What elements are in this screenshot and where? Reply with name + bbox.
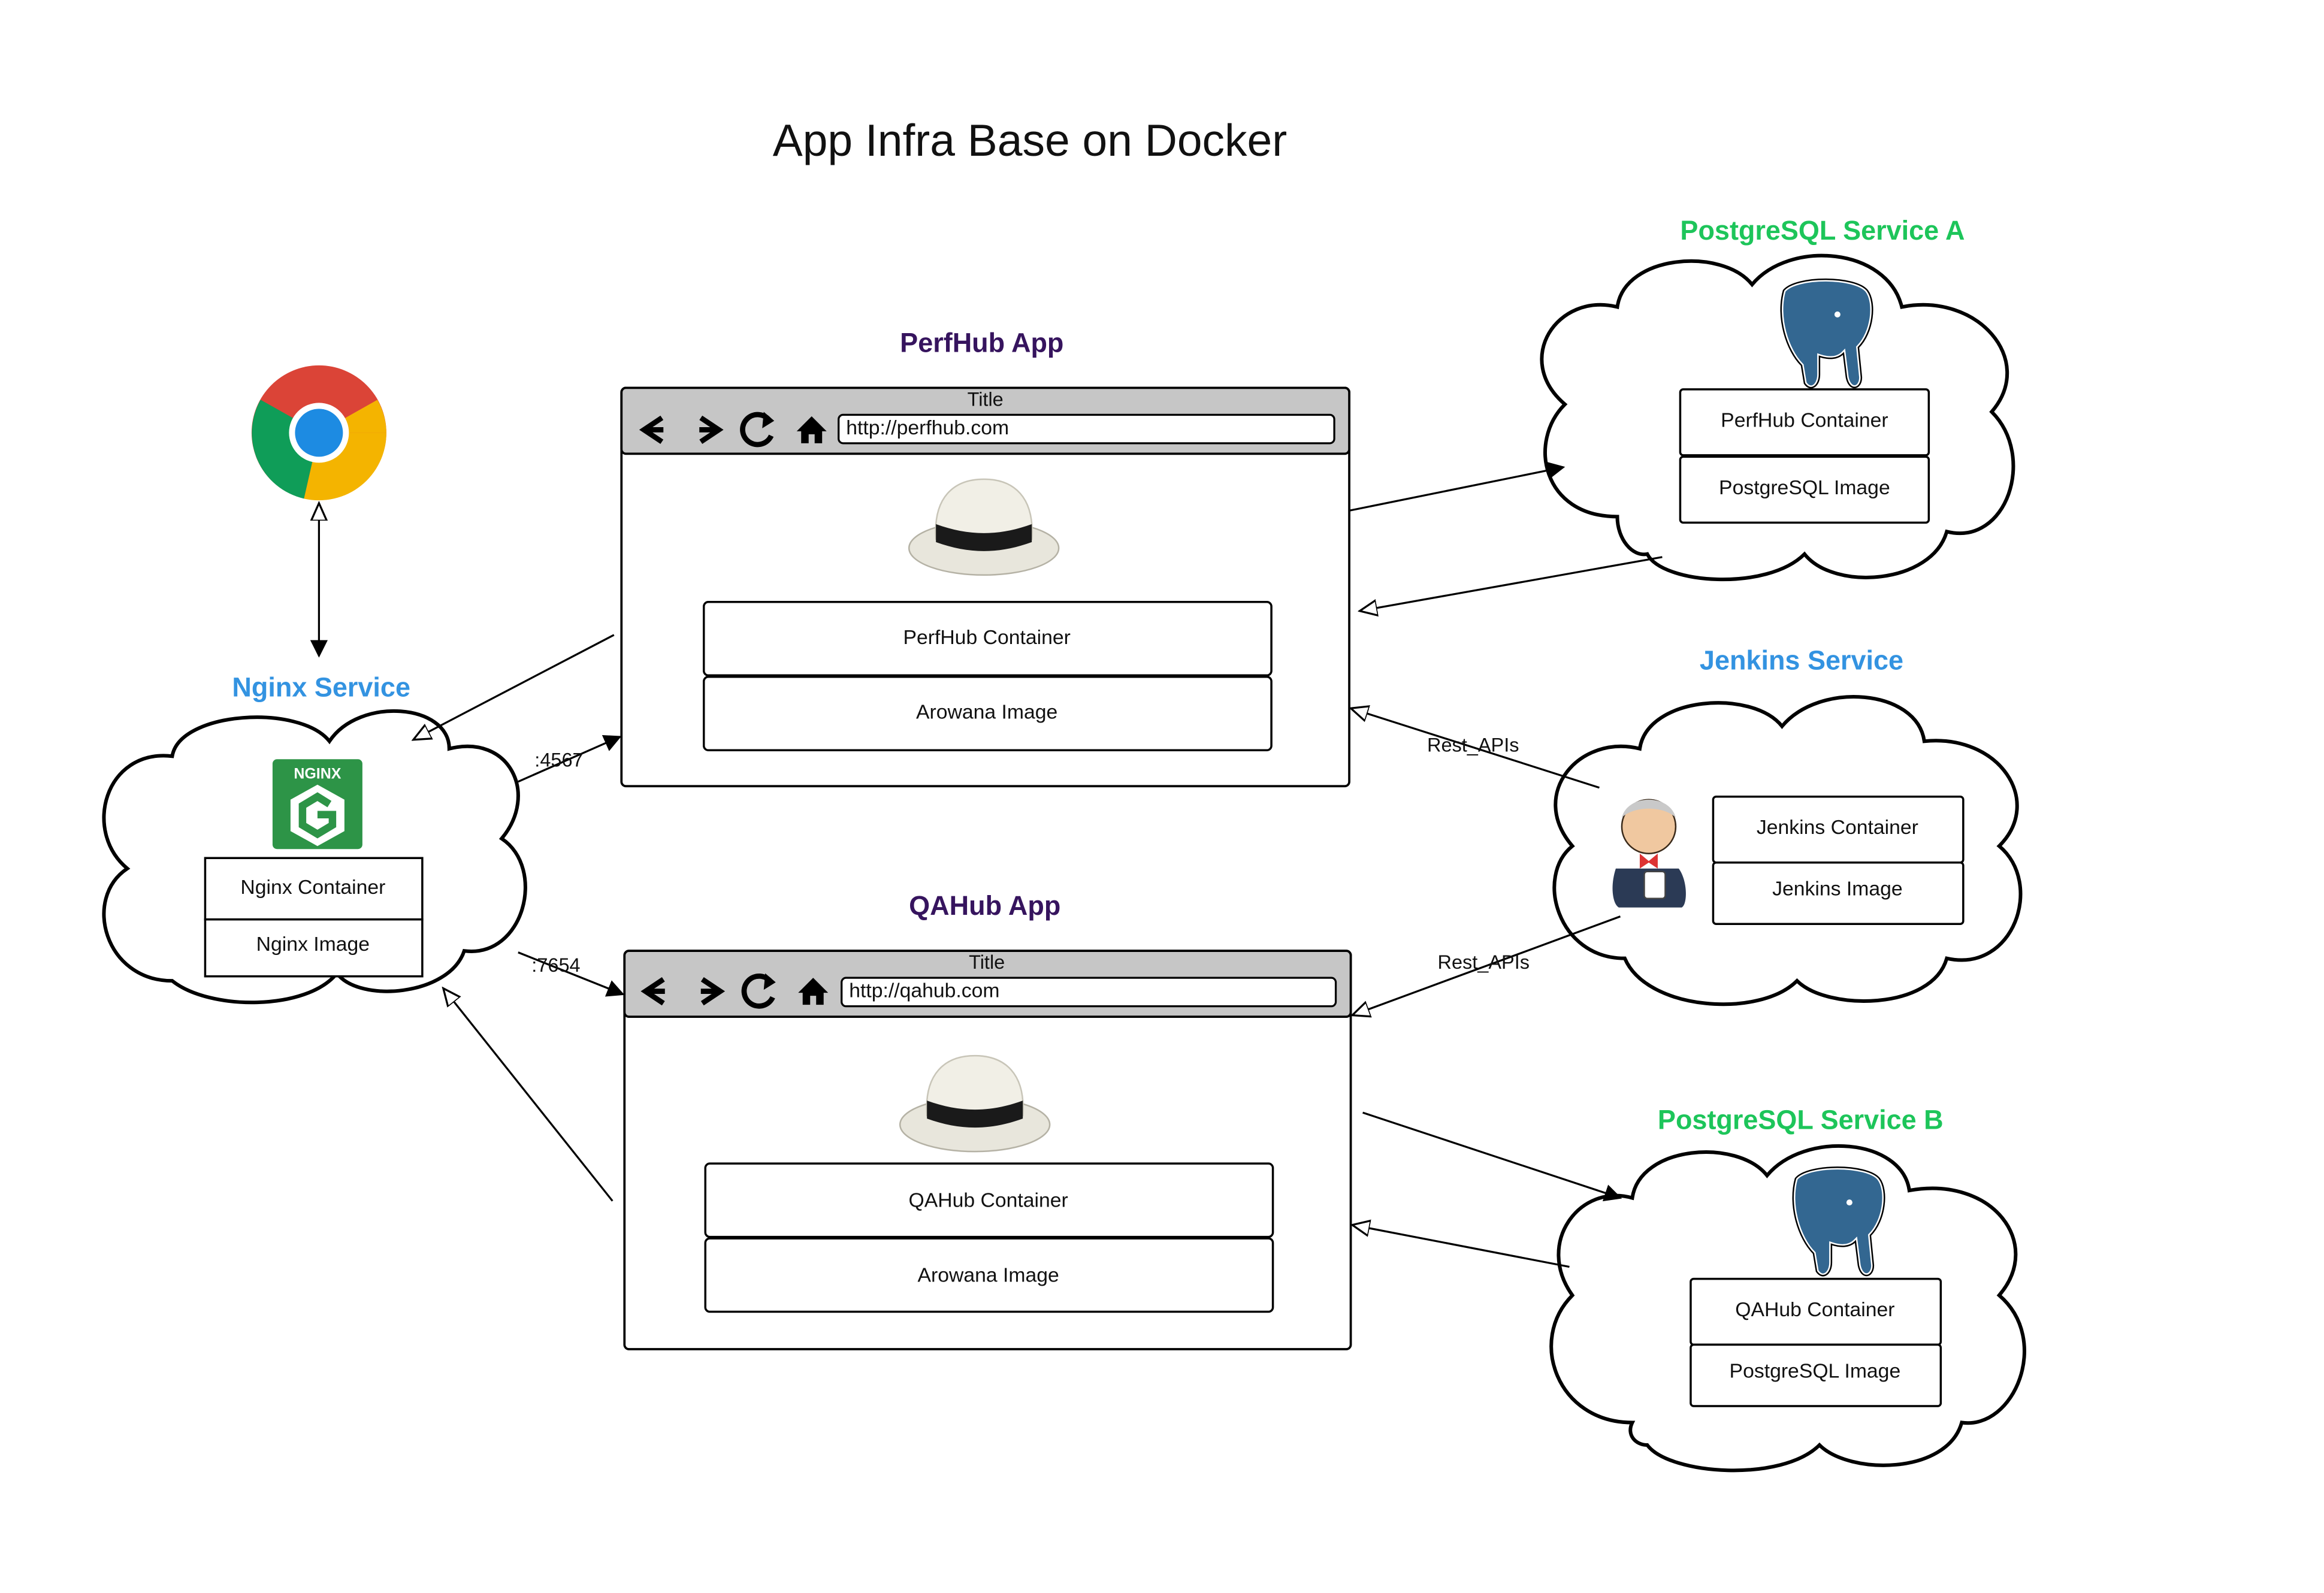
postgres-b-label: PostgreSQL Service B [1658,1105,1944,1135]
reload-icon[interactable] [740,412,775,448]
edge-label-rest-top: Rest_APIs [1427,734,1519,756]
edge-nginx-qahub [518,951,625,997]
diagram-title: App Infra Base on Docker [773,115,1287,165]
home-icon[interactable] [796,416,827,443]
postgres-a-image-label: PostgreSQL Image [1719,476,1890,499]
postgres-b-container-label: QAHub Container [1735,1298,1894,1321]
perfhub-container-label: PerfHub Container [903,626,1070,649]
qahub-container-label: QAHub Container [909,1189,1068,1212]
nginx-image-box [204,918,424,978]
forward-arrow-icon[interactable] [700,977,726,1006]
jenkins-service-label: Jenkins Service [1700,645,1903,675]
postgres-a-container-label: PerfHub Container [1721,409,1888,431]
perfhub-image-box [703,676,1273,751]
edge-postgres-a-perfhub [1360,556,1663,611]
postgres-a-label: PostgreSQL Service A [1680,215,1965,246]
postgres-a-container-box [1679,388,1930,457]
qahub-container-box [704,1162,1274,1238]
perfhub-app-label: PerfHub App [900,327,1063,358]
edge-label-port-perfhub: :4567 [534,749,583,771]
reload-icon[interactable] [741,973,776,1009]
back-arrow-icon[interactable] [640,977,665,1006]
postgresql-elephant-icon [1779,277,1875,390]
redhat-fedora-icon [908,478,1060,576]
svg-text:NGINX: NGINX [294,766,341,782]
edge-perfhub-nginx [413,634,615,740]
nginx-image-label: Nginx Image [256,933,370,956]
qahub-image-label: Arowana Image [918,1264,1059,1287]
perfhub-image-label: Arowana Image [916,701,1057,724]
edge-jenkins-perfhub [1351,708,1600,789]
edge-label-port-qahub: :7654 [531,954,580,976]
qahub-url-field[interactable] [841,977,1337,1008]
perfhub-url-text: http://perfhub.com [846,416,1009,439]
forward-arrow-icon[interactable] [699,415,724,444]
jenkins-butler-icon [1612,799,1686,908]
home-icon[interactable] [798,978,829,1005]
edge-postgres-b-qahub [1352,1225,1570,1268]
edge-qahub-nginx [443,989,614,1202]
chrome-icon [251,365,386,501]
edge-perfhub-postgres-a [1349,461,1566,512]
perfhub-window-title: Title [968,388,1004,410]
postgres-b-image-label: PostgreSQL Image [1730,1360,1901,1383]
jenkins-container-label: Jenkins Container [1757,816,1918,839]
postgresql-elephant-icon [1791,1165,1887,1278]
edge-label-rest-bottom: Rest_APIs [1438,951,1530,973]
redhat-fedora-icon [899,1054,1051,1153]
jenkins-image-box [1712,861,1965,925]
back-arrow-icon[interactable] [639,415,664,444]
perfhub-container-box [703,601,1273,677]
nginx-service-label: Nginx Service [232,672,410,702]
qahub-app-label: QAHub App [909,890,1060,921]
jenkins-image-label: Jenkins Image [1772,878,1903,900]
nginx-container-box [204,857,424,921]
edge-jenkins-qahub [1352,915,1621,1015]
nginx-container-label: Nginx Container [240,876,385,899]
perfhub-url-field[interactable] [838,413,1335,445]
postgres-b-image-box [1690,1343,1942,1407]
edge-qahub-postgres-b [1362,1111,1622,1202]
qahub-image-box [704,1237,1274,1313]
qahub-window-title: Title [969,951,1005,973]
postgres-a-image-box [1679,455,1930,524]
qahub-url-text: http://qahub.com [849,980,999,1002]
nginx-logo-icon: NGINX [272,759,362,850]
edge-nginx-perfhub [518,734,622,783]
